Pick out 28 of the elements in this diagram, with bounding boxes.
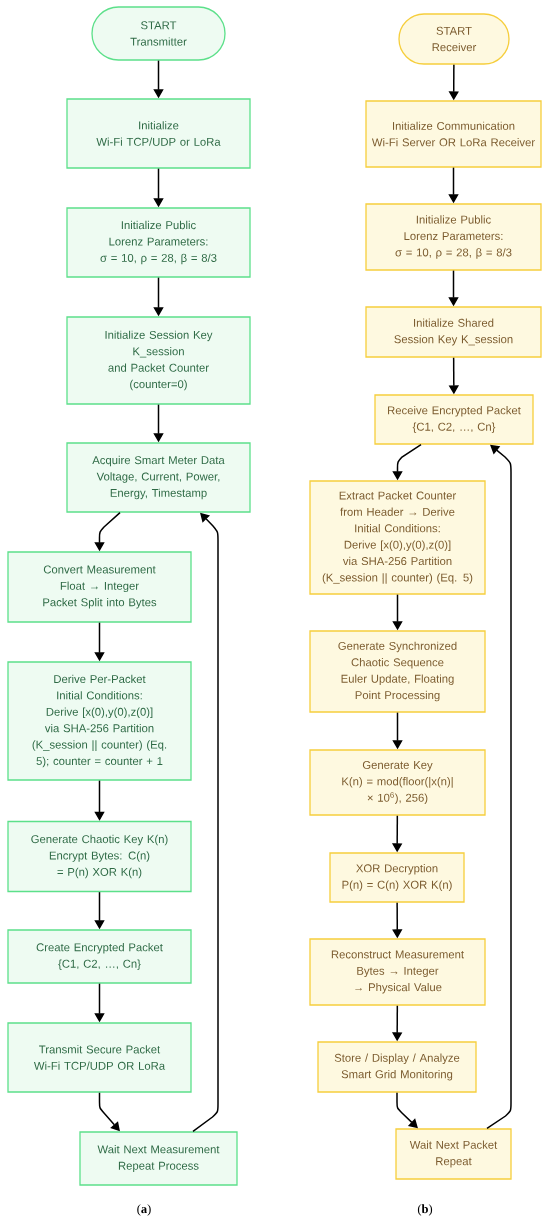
process-box: Initialize Session Key K_session and Packet Counter (counter=0) bbox=[66, 316, 251, 405]
process-box: Initialize Public Lorenz Parameters: σ = 10, ρ = 28, β = 8/3 bbox=[66, 207, 251, 278]
subfigure-label: (b) bbox=[417, 1204, 433, 1216]
start-terminal: START Transmitter bbox=[91, 6, 226, 61]
arrow bbox=[486, 444, 512, 1130]
arrow bbox=[396, 1091, 418, 1129]
subfigure-label: (a) bbox=[137, 1204, 151, 1216]
process-box: Reconstruct Measurement Bytes → Integer → Physical Value bbox=[309, 938, 486, 1006]
process-box: Acquire Smart Meter Data Voltage, Current, Power, Energy, Timestamp bbox=[66, 442, 251, 513]
process-box: Initialize Communication Wi-Fi Server OR LoRa Receiver bbox=[365, 100, 542, 168]
process-box: Initialize Public Lorenz Parameters: σ = 10, ρ = 28, β = 8/3 bbox=[365, 203, 542, 271]
process-box: Generate Chaotic Key K(n) Encrypt Bytes: C(n) = P(n) XOR K(n) bbox=[7, 820, 192, 893]
process-box: Create Encrypted Packet {C1, C2, …, Cn} bbox=[7, 929, 192, 984]
process-box: Transmit Secure Packet Wi-Fi TCP/UDP OR LoRa bbox=[7, 1022, 192, 1093]
process-box: Wait Next Measurement Repeat Process bbox=[79, 1131, 238, 1186]
start-terminal: START Receiver bbox=[398, 13, 510, 65]
process-box: Extract Packet Counter from Header → Derive Initial Conditions: Derive [x(0),y(0),z(0)] via SHA-256 Partition (K_session || counter) (Eq. 5) bbox=[309, 480, 486, 595]
process-box: Receive Encrypted Packet {C1, C2, …, Cn} bbox=[374, 394, 534, 445]
process-box: Convert Measurement Float → Integer Packet Split into Bytes bbox=[7, 551, 192, 623]
process-box: XOR Decryption P(n) = C(n) XOR K(n) bbox=[329, 852, 465, 903]
process-box: Initialize Shared Session Key K_session bbox=[365, 306, 542, 358]
process-box: Generate Key K(n) = mod(floor(|x(n)| × 10$^{6}$), 256) bbox=[309, 749, 486, 816]
process-box: Wait Next Packet Repeat bbox=[395, 1128, 512, 1180]
process-box: Store / Display / Analyze Smart Grid Monitoring bbox=[317, 1041, 477, 1093]
arrow bbox=[94, 779, 105, 821]
process-box: Generate Synchronized Chaotic Sequence Euler Update, Floating Point Processing bbox=[309, 630, 486, 713]
process-box: Derive Per-Packet Initial Conditions: Derive [x(0),y(0),z(0)] via SHA-256 Partition (K_session || counter) (Eq. 5); counter = counter + 1 bbox=[7, 661, 192, 781]
process-box: Initialize Wi-Fi TCP/UDP or LoRa bbox=[66, 98, 251, 169]
